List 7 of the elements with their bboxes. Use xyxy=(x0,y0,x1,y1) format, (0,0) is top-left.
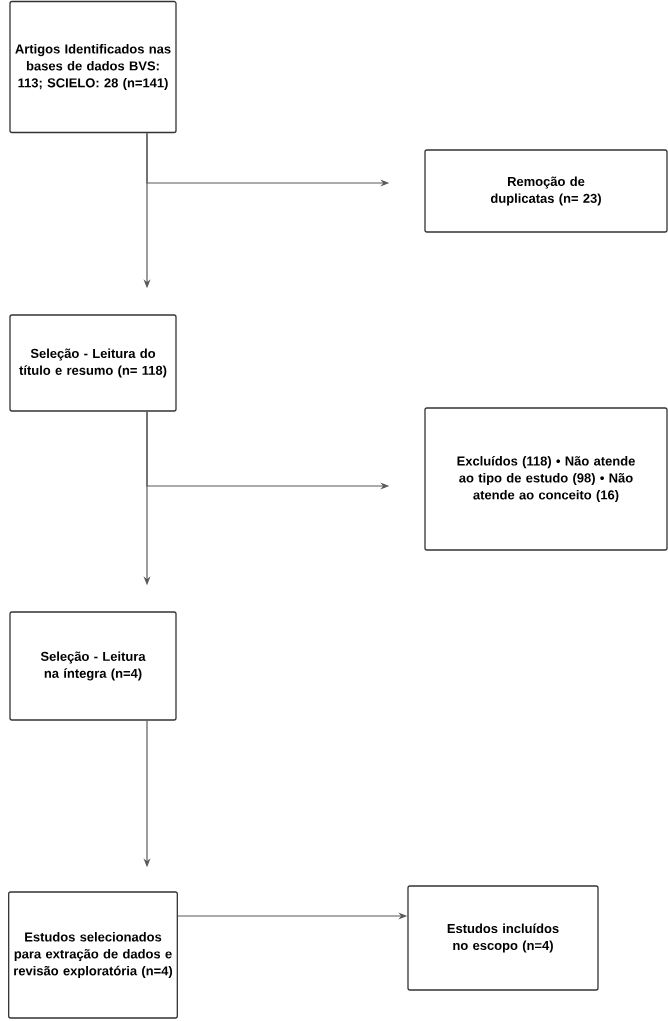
process-box: Excluídos (118) • Não atende ao tipo de estudo (98) • Não atende ao conceito (16) xyxy=(424,407,668,551)
process-box: Estudos selecionados para extração de dados e revisão exploratória (n=4) xyxy=(8,891,178,1019)
process-box: Remoção de duplicatas (n= 23) xyxy=(424,149,668,233)
process-box: Seleção - Leitura na íntegra (n=4) xyxy=(9,611,177,721)
process-box: Seleção - Leitura do título e resumo (n= 118) xyxy=(9,314,177,412)
process-box: Estudos incluídos no escopo (n=4) xyxy=(407,885,599,991)
process-box: Artigos Identificados nas bases de dados BVS: 113; SCIELO: 28 (n=141) xyxy=(9,0,177,134)
